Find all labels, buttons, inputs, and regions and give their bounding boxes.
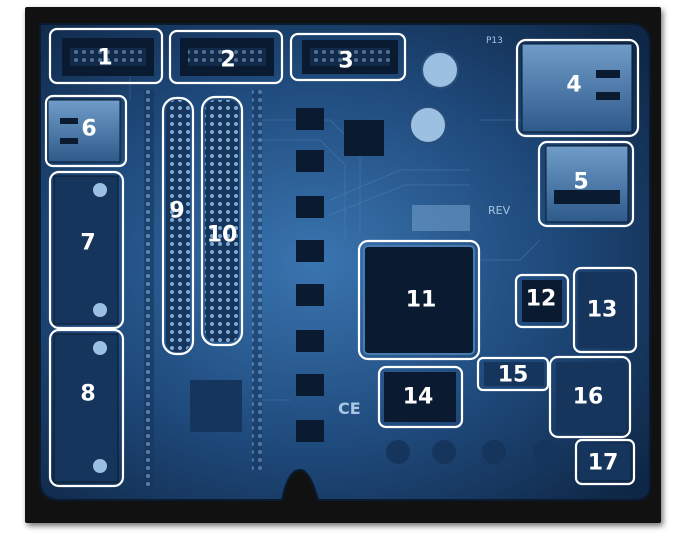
callout-12-box bbox=[514, 273, 570, 329]
callout-1-box bbox=[48, 27, 164, 85]
main-processor-chip bbox=[363, 245, 475, 355]
callout-3: 3 bbox=[289, 32, 407, 82]
callout-12-number: 12 bbox=[526, 287, 557, 312]
port-connectors bbox=[47, 43, 633, 223]
mounting-holes bbox=[409, 51, 459, 144]
callout-3-box bbox=[289, 32, 407, 82]
callout-8-box bbox=[48, 328, 125, 488]
callout-14-number: 14 bbox=[403, 385, 434, 410]
callout-7-number: 7 bbox=[80, 231, 95, 256]
callout-10: 10 bbox=[200, 95, 244, 347]
callout-2: 2 bbox=[168, 29, 284, 85]
callout-11-number: 11 bbox=[406, 288, 437, 313]
callout-16: 16 bbox=[548, 355, 632, 439]
silkscreen: P13 REV CE bbox=[338, 36, 511, 418]
header-connectors bbox=[62, 38, 398, 76]
callout-5-box bbox=[537, 140, 635, 228]
callout-4: 4 bbox=[515, 38, 640, 138]
callout-11: 11 bbox=[357, 239, 481, 361]
callout-1: 1 bbox=[48, 27, 164, 85]
callout-7: 7 bbox=[48, 170, 125, 330]
callout-5: 5 bbox=[537, 140, 635, 228]
callout-2-number: 2 bbox=[220, 48, 235, 73]
callout-4-number: 4 bbox=[566, 73, 581, 98]
callout-12: 12 bbox=[514, 273, 570, 329]
callout-17: 17 bbox=[574, 438, 636, 486]
callout-6-box bbox=[44, 94, 128, 168]
callout-8: 8 bbox=[48, 328, 125, 488]
silkscreen-ce: CE bbox=[338, 399, 361, 418]
callout-9-number: 9 bbox=[169, 199, 184, 224]
silkscreen-top: P13 bbox=[486, 36, 503, 46]
callout-14: 14 bbox=[377, 365, 464, 429]
callout-17-box bbox=[574, 438, 636, 486]
small-ics bbox=[190, 108, 470, 442]
callout-10-number: 10 bbox=[207, 223, 238, 248]
lower-components bbox=[384, 272, 632, 480]
callout-2-box bbox=[168, 29, 284, 85]
callout-11-box bbox=[357, 239, 481, 361]
callout-7-box bbox=[48, 170, 125, 330]
db9-connectors bbox=[53, 175, 119, 483]
callout-17-number: 17 bbox=[588, 451, 619, 476]
callout-5-number: 5 bbox=[573, 170, 588, 195]
callout-16-number: 16 bbox=[573, 385, 604, 410]
callout-6: 6 bbox=[44, 94, 128, 168]
callout-6-number: 6 bbox=[81, 117, 96, 142]
callout-13-box bbox=[572, 266, 638, 354]
callout-9: 9 bbox=[161, 96, 195, 356]
callout-3-number: 3 bbox=[338, 49, 353, 74]
callout-8-number: 8 bbox=[80, 382, 95, 407]
callout-15-number: 15 bbox=[498, 363, 529, 388]
silkscreen-rev: REV bbox=[488, 204, 511, 217]
callout-9-box bbox=[161, 96, 195, 356]
callout-1-number: 1 bbox=[97, 46, 112, 71]
pin-headers bbox=[144, 90, 262, 490]
callout-15-box bbox=[476, 356, 550, 392]
callout-14-box bbox=[377, 365, 464, 429]
callout-13-number: 13 bbox=[587, 298, 618, 323]
callout-16-box bbox=[548, 355, 632, 439]
callout-15: 15 bbox=[476, 356, 550, 392]
callout-10-box bbox=[200, 95, 244, 347]
callout-13: 13 bbox=[572, 266, 638, 354]
callouts: 1 2 3 4 5 6 7 8 9 10 11 12 13 14 15 16 1… bbox=[44, 27, 640, 488]
callout-4-box bbox=[515, 38, 640, 138]
